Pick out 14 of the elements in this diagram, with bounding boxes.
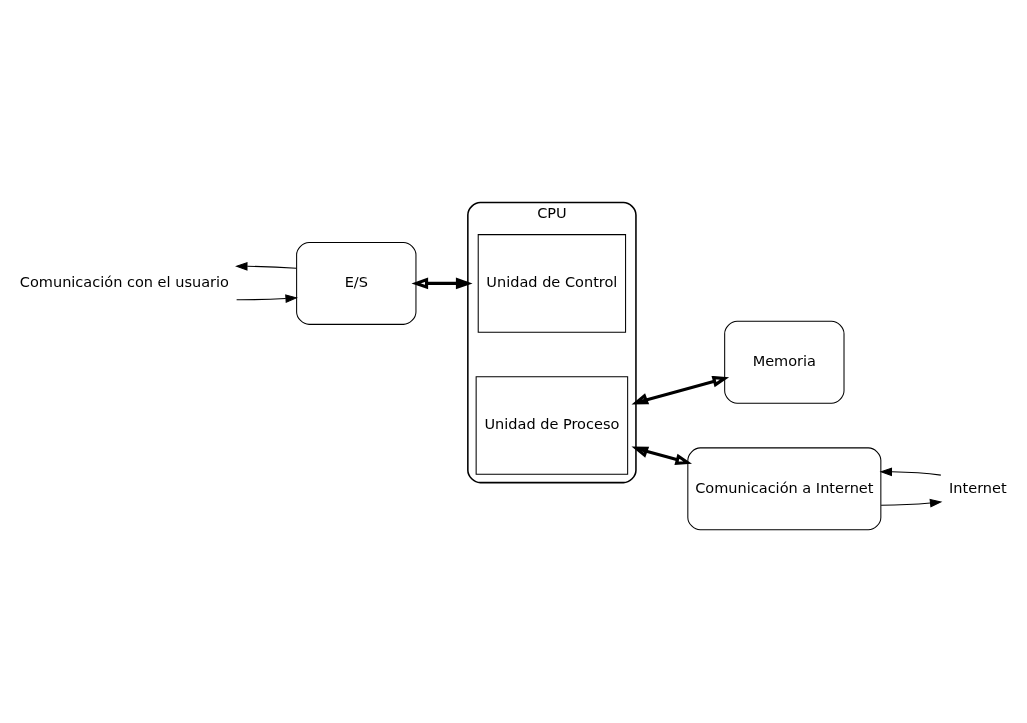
arrow <box>880 498 943 507</box>
arrow <box>631 446 692 465</box>
arrow <box>879 466 942 476</box>
node-box: Comunicación a Internet <box>687 446 882 530</box>
arrow <box>235 261 297 271</box>
node-box: Memoria <box>724 320 845 404</box>
node-box: E/S <box>296 241 417 325</box>
arrow <box>631 375 730 405</box>
node-text: Internet <box>949 479 1007 496</box>
arrow <box>411 277 473 289</box>
node-text: Comunicación con el usuario <box>19 273 229 290</box>
node-box: Unidad de Proceso <box>475 375 629 475</box>
arrow <box>236 293 298 303</box>
node-box: Unidad de Control <box>477 233 627 333</box>
